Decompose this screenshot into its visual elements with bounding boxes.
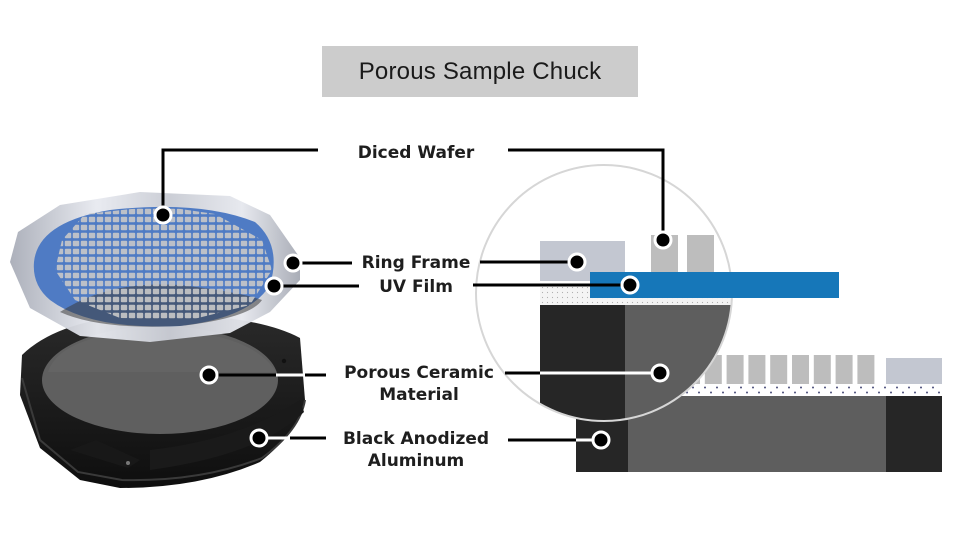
label-black-anodized-line1: Black Anodized (342, 429, 490, 449)
die-section (792, 355, 809, 384)
porous-ceramic-zoom-marker (650, 363, 670, 383)
label-uv-film: UV Film (379, 277, 453, 297)
leader-lines-left (161, 148, 359, 440)
porous-ceramic-disc (42, 326, 278, 434)
marker-dots-right (567, 230, 673, 450)
label-diced-wafer: Diced Wafer (357, 143, 475, 163)
ring-frame-marker (283, 253, 303, 273)
label-porous-ceramic-line2: Material (379, 385, 459, 405)
label-porous-ceramic-line1: Porous Ceramic (344, 363, 494, 383)
die-section (748, 355, 766, 384)
marker-dots-left (153, 205, 303, 448)
label-black-anodized: Black Anodized Aluminum (343, 428, 489, 472)
diced-wafer-marker (153, 205, 173, 225)
die-section (770, 355, 788, 384)
die-section (857, 355, 875, 384)
label-black-anodized-line2: Aluminum (367, 451, 465, 471)
porous-ceramic-marker (199, 365, 219, 385)
porous-ceramic-section (628, 396, 886, 472)
leader-lines-right (473, 148, 665, 442)
diced-wafer-zoom-marker (653, 230, 673, 250)
black-aluminum-section-marker (591, 430, 611, 450)
die-section (835, 355, 853, 384)
chuck-side-band (150, 400, 304, 470)
die-section (726, 355, 744, 384)
diagram-title: Porous Sample Chuck (322, 46, 638, 97)
label-ring-frame: Ring Frame (361, 253, 471, 273)
uv-film-marker (264, 276, 284, 296)
die-zoom-2 (687, 235, 714, 273)
uv-film-dotted-layer (660, 384, 942, 396)
ring-frame-section (886, 358, 942, 384)
aluminum-right-wall (886, 396, 942, 472)
label-porous-ceramic: Porous Ceramic Material (344, 362, 494, 406)
black-aluminum-marker (249, 428, 269, 448)
uv-film-zoom-marker (620, 275, 640, 295)
die-section (813, 355, 831, 384)
ring-frame-zoom-marker (567, 252, 587, 272)
